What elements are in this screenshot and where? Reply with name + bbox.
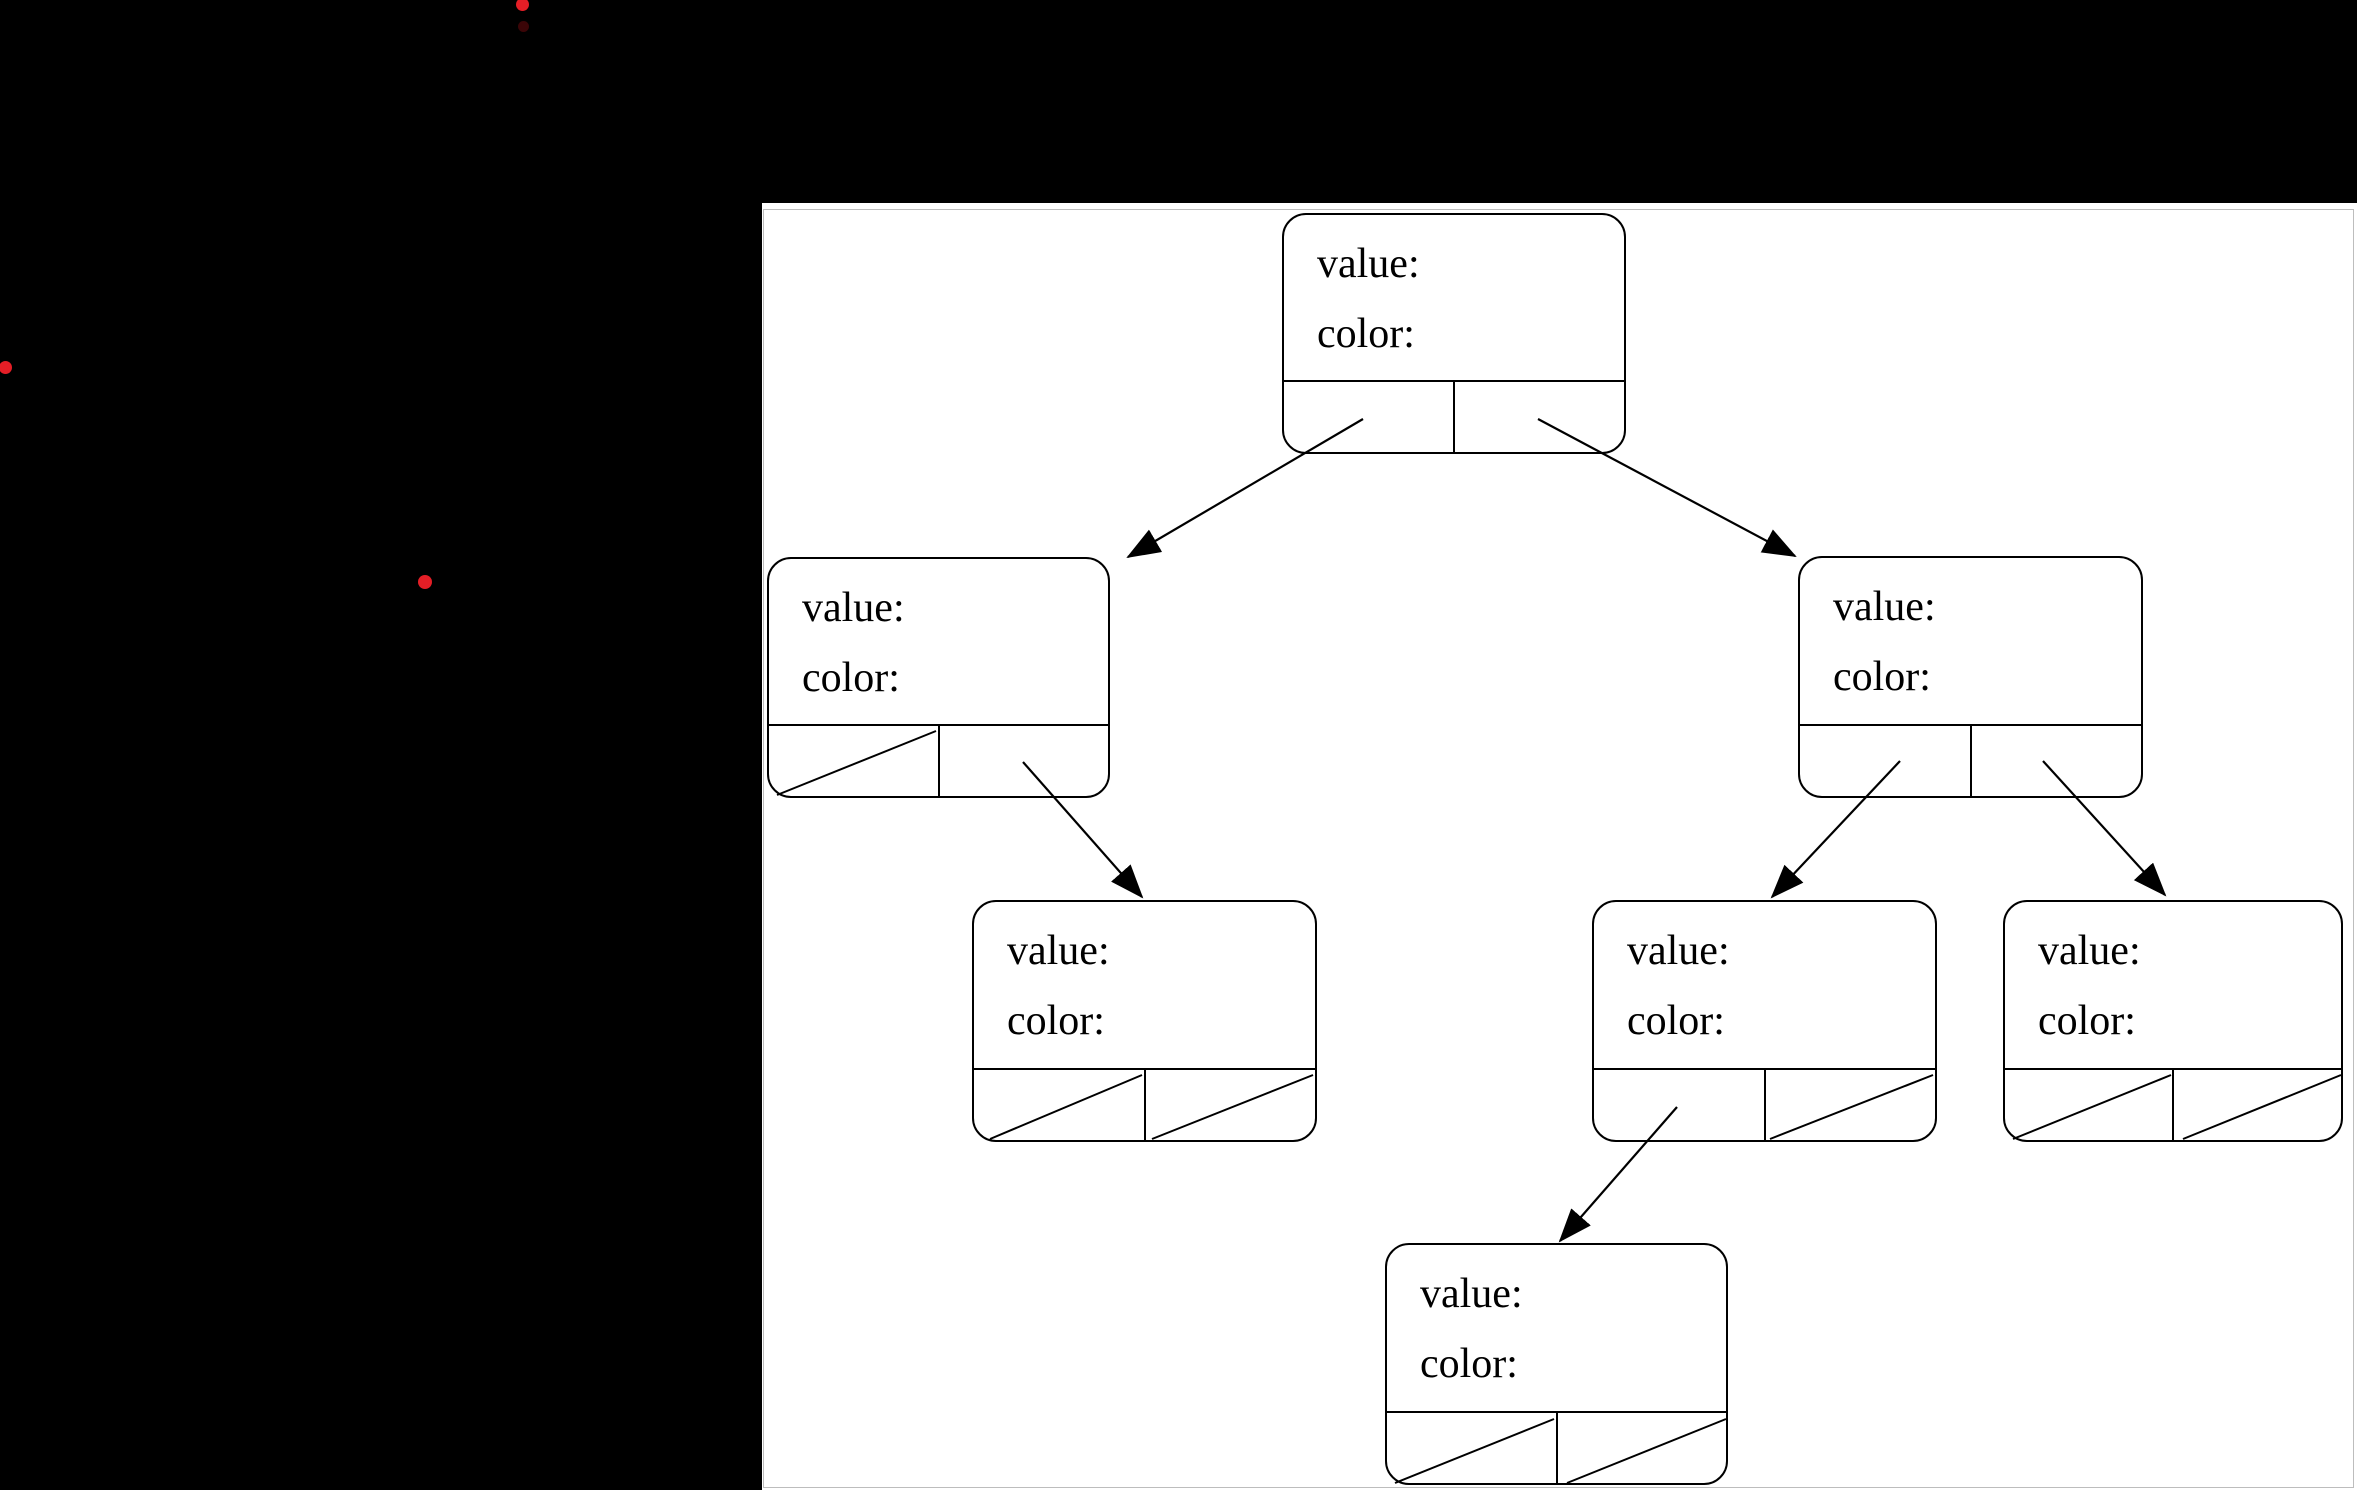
pointer-row <box>1800 724 2141 796</box>
node-info-section: value: color: <box>1800 558 2141 726</box>
node-info-section: value: color: <box>974 902 1315 1070</box>
value-label: value: <box>1627 928 1730 974</box>
value-label: value: <box>1317 241 1420 287</box>
color-label: color: <box>1833 654 1931 700</box>
pointer-row <box>1594 1068 1935 1140</box>
right-pointer-cell <box>1557 1413 1727 1483</box>
tree-node-right-right-grandchild: value: color: <box>2003 900 2343 1142</box>
value-label: value: <box>2038 928 2141 974</box>
left-pointer-cell <box>1594 1070 1765 1140</box>
tree-node-bottom: value: color: <box>1385 1243 1728 1485</box>
node-info-section: value: color: <box>2005 902 2341 1070</box>
tree-node-left-grandchild: value: color: <box>972 900 1317 1142</box>
value-label: value: <box>802 585 905 631</box>
pointer-divider <box>1763 1070 1766 1140</box>
color-label: color: <box>1420 1341 1518 1387</box>
left-pointer-cell <box>1284 382 1454 452</box>
pointer-divider <box>1555 1413 1558 1483</box>
left-pointer-cell <box>1800 726 1971 796</box>
left-pointer-cell <box>1387 1413 1557 1483</box>
right-pointer-cell <box>939 726 1109 796</box>
pointer-divider <box>1143 1070 1146 1140</box>
pointer-row <box>2005 1068 2341 1140</box>
tree-node-right-child: value: color: <box>1798 556 2143 798</box>
pointer-divider <box>937 726 940 796</box>
pointer-divider <box>2172 1070 2174 1140</box>
left-pointer-cell <box>769 726 939 796</box>
pointer-row <box>769 724 1108 796</box>
tree-node-root: value: color: <box>1282 213 1626 454</box>
left-pointer-cell <box>2005 1070 2173 1140</box>
value-label: value: <box>1833 584 1936 630</box>
right-pointer-cell <box>1145 1070 1316 1140</box>
node-info-section: value: color: <box>1387 1245 1726 1413</box>
color-label: color: <box>1007 998 1105 1044</box>
right-pointer-cell <box>1765 1070 1936 1140</box>
pointer-row <box>1387 1411 1726 1483</box>
red-dot-top-faint <box>518 21 529 32</box>
pointer-row <box>1284 380 1624 452</box>
left-pointer-cell <box>974 1070 1145 1140</box>
pointer-divider <box>1969 726 1972 796</box>
node-info-section: value: color: <box>1284 215 1624 382</box>
tree-node-left-child: value: color: <box>767 557 1110 798</box>
red-dot-middle <box>418 575 432 589</box>
red-dot-top <box>516 0 529 11</box>
pointer-divider <box>1453 382 1455 452</box>
right-pointer-cell <box>1454 382 1624 452</box>
tree-node-right-left-grandchild: value: color: <box>1592 900 1937 1142</box>
node-info-section: value: color: <box>769 559 1108 726</box>
right-pointer-cell <box>1971 726 2142 796</box>
color-label: color: <box>1627 998 1725 1044</box>
pointer-row <box>974 1068 1315 1140</box>
red-dot-left <box>0 361 12 374</box>
value-label: value: <box>1007 928 1110 974</box>
value-label: value: <box>1420 1271 1523 1317</box>
color-label: color: <box>802 655 900 701</box>
right-pointer-cell <box>2173 1070 2341 1140</box>
color-label: color: <box>1317 311 1415 357</box>
node-info-section: value: color: <box>1594 902 1935 1070</box>
color-label: color: <box>2038 998 2136 1044</box>
